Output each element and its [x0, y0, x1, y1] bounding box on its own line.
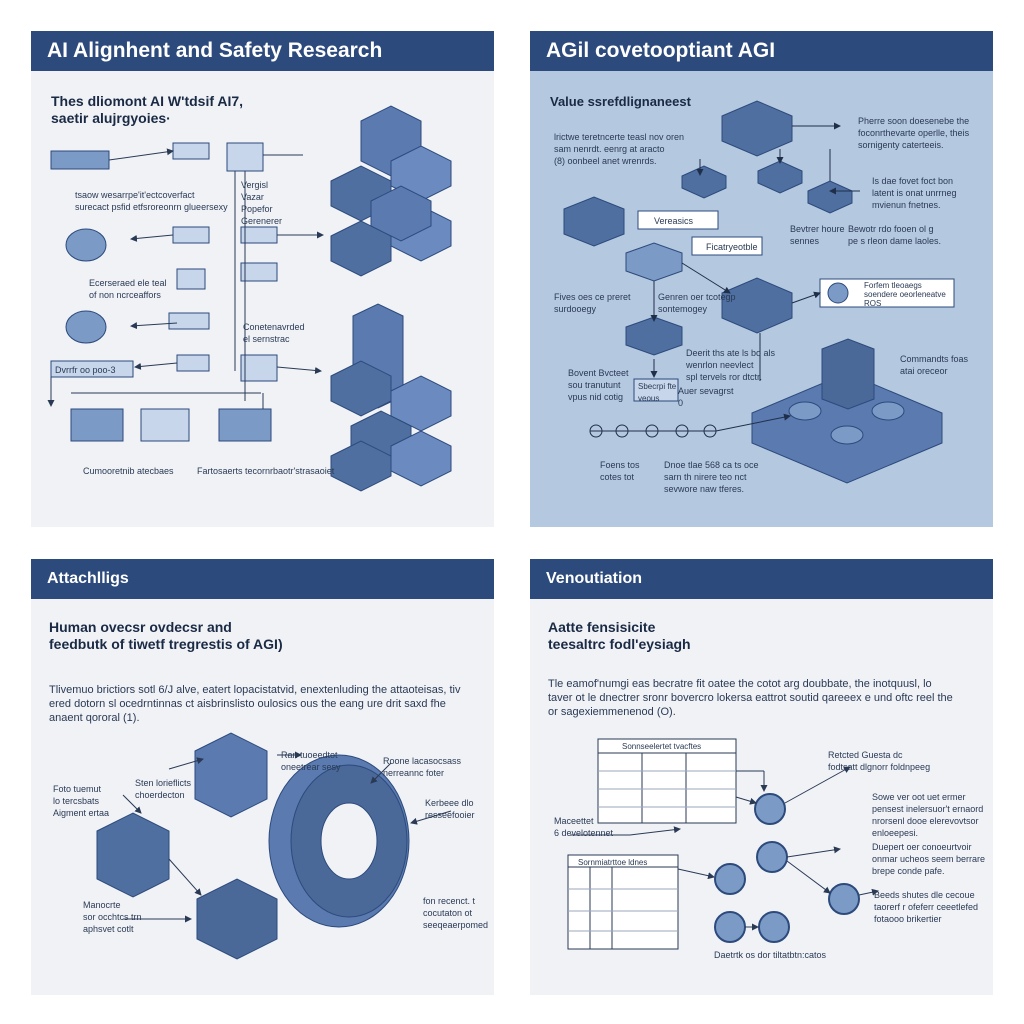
label-text: Duepert oer conoeurtvoir onmar ucheos se…: [872, 842, 986, 876]
label-text: Ran tuoeedtot oneetrear sesy: [281, 750, 341, 772]
label-text: Bewotr rdo fooen ol g pe s rleon dame la…: [848, 224, 942, 246]
diagram-value-alignment: [563, 100, 955, 484]
label-text: Sowe ver oot uet ermer pensest inelersuo…: [872, 792, 984, 838]
label-text: Conetenavrded el sernstrac: [243, 322, 305, 344]
panel-subtitle: Human ovecsr ovdecsr and feedbutk of tiw…: [49, 619, 283, 652]
node-circle: [65, 228, 107, 262]
diagram-alignment-flow: [47, 105, 452, 492]
label-text: Sbecrpi fte veous: [638, 382, 677, 403]
label-text: Pherre soon doesenebe the foconrthevarte…: [858, 116, 970, 150]
tooltip-box: [637, 210, 719, 230]
table-header: Sornmiatrttoe ldnes: [578, 858, 648, 867]
label-text: Daetrtk os dor tiltatbtn:catos: [714, 950, 827, 960]
diagram-human-oversight: [96, 732, 452, 960]
panel-subtitle: Value ssrefdlignaneest: [550, 94, 691, 109]
diagram-verification-flow: [567, 738, 879, 950]
label-text: tsaow wesarrpe'it'ectcoverfact surecact …: [75, 190, 228, 212]
label-text: Is dae fovet foct bon latent is onat unr…: [872, 176, 957, 210]
panel-body: Tle eamof'numgi eas becratre fit oatee t…: [548, 678, 953, 718]
label-text: Cumooretnib atecbaes: [83, 466, 174, 476]
label-text: Bovent Bvcteet sou tranutunt vpus nid co…: [568, 368, 629, 402]
label-text: Maceettet 6 develotennet: [554, 816, 614, 838]
label-text: Deerit ths ate ls bo als wenrlon neevlec…: [686, 348, 776, 382]
label-text: Fives oes ce preret surdooegy: [554, 292, 631, 314]
panel-title: AI Alignhent and Safety Research: [31, 31, 494, 71]
label-text: Retcted Guesta dc fodtsatt dlgnorr foldn…: [828, 750, 931, 772]
label-text: Roone lacasocsass nerreannc foter: [383, 756, 462, 778]
panel-subtitle: Thes dliomont AI W'tdsif AI7, saetir alu…: [51, 93, 244, 126]
label-text: Vergisl Vazar Popefor Gerenerer: [241, 180, 283, 226]
label-text: Auer sevagrst 0: [678, 386, 734, 408]
panel-alignment-safety: AI Alignhent and Safety Research: [31, 31, 494, 527]
label-text: Kerbeee dlo resseefooier: [425, 798, 475, 820]
label-text: Sten lorieflicts choerdecton: [135, 778, 192, 800]
tooltip-box: [691, 236, 763, 256]
table-frame: [567, 854, 679, 950]
node-circles: [714, 793, 860, 943]
panel-venoutiation: Venoutiation: [530, 559, 993, 995]
panel-body: Tlivemuo brictiors sotl 6/J alve, eatert…: [49, 684, 461, 724]
label-text: Ecerseraed ele teal of non ncrceaffors: [89, 278, 167, 300]
panel-attachments: Attachlligs Human ovecsr ovdecsr and fee…: [31, 559, 494, 995]
label-text: Foto tuemut lo tercsbats Aigment ertaa: [53, 784, 110, 818]
label-box: [50, 150, 110, 170]
label-text: Beeds shutes dle cecoue taorerf r ofefer…: [874, 890, 979, 924]
panel-subtitle: Aatte fensisicite teesaltrc fodl'eysiagh: [548, 619, 691, 652]
tooltip-text: Vereasics: [654, 216, 694, 226]
label-text: Fartosaerts tecornrbaotr'strasaoiet: [197, 466, 335, 476]
label-text: fon recenct. t cocutaton ot seeqeaerpome…: [423, 896, 489, 930]
label-text: Genren oer tcotegp sontemogey: [658, 292, 736, 314]
label-text: Foens tos cotes tot: [600, 460, 640, 482]
cube-stack-bottom: [330, 303, 452, 492]
panel-title: Venoutiation: [530, 559, 993, 599]
label-text: Dnoe tlae 568 ca ts oce sarn th nirere t…: [664, 460, 759, 494]
cube-stack-top: [330, 105, 452, 277]
label-text: Dvrrfr oo poo-3: [55, 365, 116, 375]
panel-title: Attachlligs: [31, 559, 494, 599]
panel-title: AGil covetooptiant AGI: [530, 31, 993, 71]
label-text: Bevtrer houre sennes: [790, 224, 845, 246]
label-text: Manocrte sor occhtcs trn aphsvet cotlt: [83, 900, 142, 934]
label-text: Forfem tleoaegs soendere oeorleneatve RO…: [864, 281, 946, 308]
cube: [96, 812, 170, 898]
label-text: lrictwe teretncerte teasl nov oren sam n…: [554, 132, 685, 166]
panel-agi-development: AGil covetooptiant AGI: [530, 31, 993, 527]
label-text: Commandts foas atai oreceor: [900, 354, 969, 376]
tooltip-text: Ficatryeotble: [706, 242, 758, 252]
table-header: Sonnseelertet tvacftes: [622, 742, 702, 751]
block: [721, 100, 793, 157]
